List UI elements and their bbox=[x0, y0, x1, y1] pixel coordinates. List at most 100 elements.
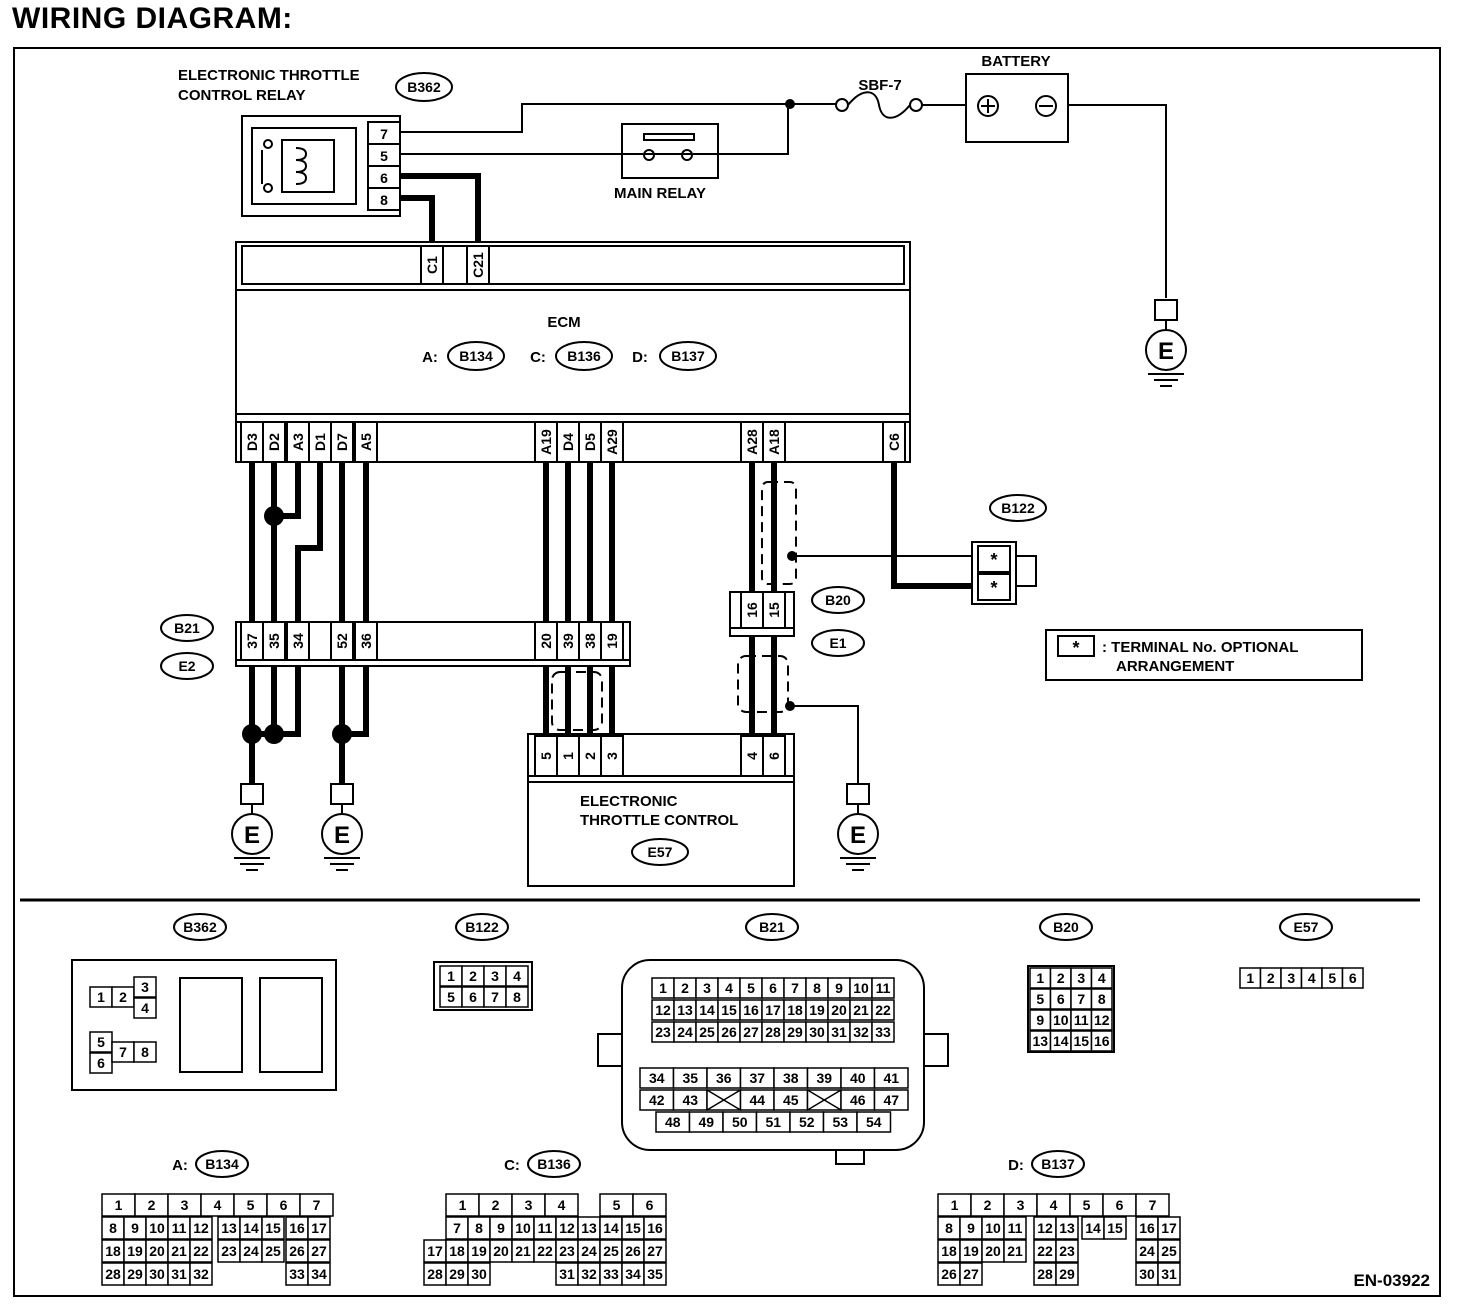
view-b21-pin-label: 25 bbox=[699, 1024, 715, 1040]
view-b134-pin bbox=[307, 1262, 331, 1286]
b21-pin-cell bbox=[354, 621, 378, 661]
view-b137-pin-label: 8 bbox=[945, 1220, 953, 1236]
ground-symbol: E bbox=[837, 783, 879, 871]
view-b21-pin-label: 37 bbox=[749, 1070, 765, 1086]
view-b21-pin-label: 22 bbox=[875, 1002, 891, 1018]
etc-pin-cell bbox=[762, 735, 786, 777]
ecm-conn-badge bbox=[659, 341, 717, 371]
view-b21-pin-label: 2 bbox=[681, 980, 689, 996]
view-b21-pin-label: 20 bbox=[831, 1002, 847, 1018]
view-e57-pin-label: 1 bbox=[1246, 970, 1254, 986]
view-b21-badge bbox=[745, 913, 799, 941]
view-b21-pin-label: 36 bbox=[716, 1070, 732, 1086]
b21-pin-label: 36 bbox=[358, 633, 374, 649]
view-b136-code: B136 bbox=[537, 1156, 571, 1172]
view-b362-pin-label: 8 bbox=[141, 1044, 149, 1060]
view-b136-pin-label: 4 bbox=[558, 1197, 566, 1213]
view-b136-pin-label: 2 bbox=[492, 1197, 500, 1213]
view-b134-pin-label: 15 bbox=[265, 1220, 281, 1236]
view-b134-code: B134 bbox=[205, 1156, 239, 1172]
view-b21-pin-label: 30 bbox=[809, 1024, 825, 1040]
view-b362-pin-label: 4 bbox=[141, 1000, 149, 1016]
relay-conn-badge bbox=[395, 72, 453, 102]
view-b134-pin bbox=[307, 1216, 331, 1240]
view-b20-pin-label: 4 bbox=[1098, 970, 1106, 986]
view-b122-pin-label: 5 bbox=[447, 989, 455, 1005]
view-b137-pin bbox=[1135, 1193, 1170, 1217]
view-b137-pin-label: 14 bbox=[1085, 1220, 1101, 1236]
ecm-bottom-pin-label: D2 bbox=[266, 433, 282, 451]
diagram-frame bbox=[13, 47, 1441, 1297]
view-b136-pin-label: 21 bbox=[515, 1243, 531, 1259]
view-b20-pin-label: 3 bbox=[1077, 970, 1085, 986]
ground-terminal bbox=[330, 783, 354, 805]
view-b136-pin-label: 13 bbox=[581, 1220, 597, 1236]
view-b20-pin-label: 13 bbox=[1032, 1033, 1048, 1049]
view-b134-pin bbox=[189, 1262, 213, 1286]
view-b122-code: B122 bbox=[465, 919, 499, 935]
view-b20-pin-label: 12 bbox=[1094, 1012, 1110, 1028]
view-b134-pin-label: 31 bbox=[171, 1266, 187, 1282]
view-b137-pin-label: 23 bbox=[1059, 1243, 1075, 1259]
etc-pin-label: 4 bbox=[744, 752, 760, 760]
view-b21-pin-label: 32 bbox=[853, 1024, 869, 1040]
view-b134-pin-label: 24 bbox=[243, 1243, 259, 1259]
ecm-conn-prefix: A: bbox=[422, 349, 438, 366]
view-b21-pin-label: 7 bbox=[791, 980, 799, 996]
ecm-conn-prefix: D: bbox=[632, 349, 648, 366]
view-b21-pin-label: 41 bbox=[883, 1070, 899, 1086]
ground-label: E bbox=[1158, 338, 1174, 365]
ecm-top-pin-label: C21 bbox=[470, 252, 486, 278]
view-b134-pin-label: 8 bbox=[109, 1220, 117, 1236]
view-b134-pin-label: 9 bbox=[131, 1220, 139, 1236]
view-e57-badge bbox=[1279, 913, 1333, 941]
view-b136-pin-label: 34 bbox=[625, 1266, 641, 1282]
ground-circle bbox=[321, 813, 363, 855]
e2-code: E2 bbox=[178, 658, 195, 674]
ground-circle bbox=[231, 813, 273, 855]
view-b137-pin-label: 30 bbox=[1139, 1266, 1155, 1282]
ecm-bottom-pin-label: A18 bbox=[766, 429, 782, 455]
ecm-bottom-pin-label: D7 bbox=[334, 433, 350, 451]
view-b21-latch bbox=[835, 1149, 865, 1165]
view-e57-code: E57 bbox=[1294, 919, 1319, 935]
view-b21-pin-label: 5 bbox=[747, 980, 755, 996]
view-b136-pin-label: 27 bbox=[647, 1243, 663, 1259]
view-b362-pin-label: 2 bbox=[119, 989, 127, 1005]
view-b134-pin-label: 3 bbox=[181, 1197, 189, 1213]
view-b137-pin-label: 17 bbox=[1161, 1220, 1177, 1236]
view-b136-pin-label: 17 bbox=[427, 1243, 443, 1259]
view-b122-pin bbox=[505, 986, 529, 1008]
view-b136-pin-label: 9 bbox=[497, 1220, 505, 1236]
view-b122-badge bbox=[455, 913, 509, 941]
view-b134-pin-label: 28 bbox=[105, 1266, 121, 1282]
view-b21-pin-label: 53 bbox=[832, 1114, 848, 1130]
ecm-wires bbox=[249, 462, 972, 624]
b122-code: B122 bbox=[1001, 500, 1035, 516]
view-b134-pin-label: 7 bbox=[313, 1197, 321, 1213]
view-b134-pin bbox=[299, 1193, 334, 1217]
view-b122-pin-label: 2 bbox=[469, 968, 477, 984]
b122-connector: B122 * * bbox=[971, 494, 1047, 605]
main-relay-bar bbox=[643, 133, 695, 141]
view-b137-pin bbox=[1157, 1239, 1181, 1263]
view-b20-pin-label: 8 bbox=[1098, 991, 1106, 1007]
legend-line-2: ARRANGEMENT bbox=[1116, 658, 1234, 675]
view-b21-pin-label: 8 bbox=[813, 980, 821, 996]
legend-line-1: : TERMINAL No. OPTIONAL bbox=[1102, 639, 1298, 656]
ecm-top-pin-cell bbox=[466, 245, 490, 285]
throttle-relay: ELECTRONIC THROTTLE CONTROL RELAY B362 7… bbox=[178, 67, 453, 217]
view-b362-pin-label: 7 bbox=[119, 1044, 127, 1060]
view-b21-pin-label: 19 bbox=[809, 1002, 825, 1018]
view-b136-pin-label: 23 bbox=[559, 1243, 575, 1259]
view-b134-pin-label: 23 bbox=[221, 1243, 237, 1259]
view-b21-pin-label: 48 bbox=[665, 1114, 681, 1130]
view-b122-pin-label: 3 bbox=[491, 968, 499, 984]
view-b136-pin-label: 18 bbox=[449, 1243, 465, 1259]
